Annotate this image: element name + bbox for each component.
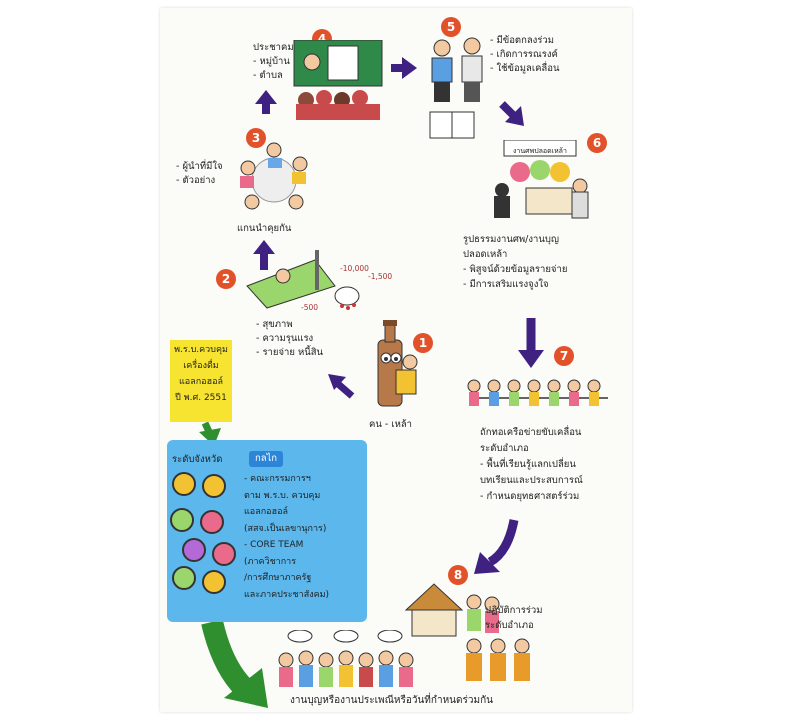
step-1-badge: 1 — [413, 333, 433, 353]
step-8-text: ปฏิบัติการร่วม ระดับอำเภอ — [485, 605, 543, 631]
step-6-badge: 6 — [587, 133, 607, 153]
panel-title: ระดับจังหวัด — [172, 454, 223, 465]
network-people-icon — [467, 379, 608, 406]
step-7-badge: 7 — [554, 346, 574, 366]
step-3-badge: 3 — [246, 128, 266, 148]
step-2-text: - สุขภาพ - ความรุนแรง - รายจ่าย หนี้สิน — [256, 319, 323, 358]
mechanism-tag: กลไก — [249, 451, 283, 467]
step-3-text: - ผู้นำที่มีใจ - ตัวอย่าง — [176, 161, 223, 186]
committee-faces-icon — [170, 472, 236, 594]
arrow-1-to-2 — [328, 374, 355, 399]
step-5-text: - มีข้อตกลงร่วม - เกิดการรณรงค์ - ใช้ข้อ… — [490, 35, 560, 74]
group-discussion-icon — [240, 142, 308, 210]
joint-action-icon — [404, 583, 500, 637]
step-5-badge: 5 — [441, 17, 461, 37]
money-loss-3: -500 — [301, 303, 319, 312]
step-6-banner: งานศพปลอดเหล้า — [513, 147, 567, 155]
step-7-text: ถักทอเครือข่ายขับเคลื่อน ระดับอำเภอ - พื… — [480, 427, 583, 502]
step-8-badge: 8 — [448, 565, 468, 585]
arrow-6-to-7 — [518, 318, 544, 368]
arrow-3-to-4 — [255, 90, 277, 114]
footer-caption: งานบุญหรืองานประเพณีหรือวันที่กำหนดร่วมก… — [290, 695, 493, 706]
law-box: พ.ร.บ.ควบคุม เครื่องดื่ม แอลกอฮอล์ ปี พ.… — [170, 340, 232, 422]
arrow-5-to-6 — [499, 101, 524, 126]
monks-icon — [466, 638, 530, 681]
provincial-level-panel — [167, 440, 367, 622]
step-1-text: คน - เหล้า — [369, 419, 412, 430]
arrow-2-to-3 — [253, 240, 275, 270]
village-meeting-icon — [293, 40, 383, 120]
funeral-ceremony-icon — [494, 140, 589, 219]
hospital-bed-icon — [246, 250, 360, 310]
step-6-text: รูปธรรมงานศพ/งานบุญ ปลอดเหล้า - พิสูจน์ด… — [463, 234, 568, 290]
arrow-7-to-8 — [474, 519, 519, 574]
panel-text: - คณะกรรมการฯ ตาม พ.ร.บ. ควบคุม แอลกอฮอล… — [244, 474, 330, 600]
arrow-panel-to-footer — [201, 619, 268, 708]
campaign-people-icon — [429, 37, 483, 139]
crowd-icon — [278, 630, 414, 687]
money-loss-2: -1,500 — [368, 272, 393, 281]
money-loss-1: -10,000 — [340, 264, 369, 273]
step-2-badge: 2 — [216, 269, 236, 289]
arrow-4-to-5 — [391, 57, 417, 79]
person-with-bottle-icon — [377, 320, 418, 407]
step-3-caption: แกนนำคุยกัน — [237, 223, 292, 234]
step-4-text: ประชาคม - หมู่บ้าน - ตำบล — [253, 42, 294, 81]
